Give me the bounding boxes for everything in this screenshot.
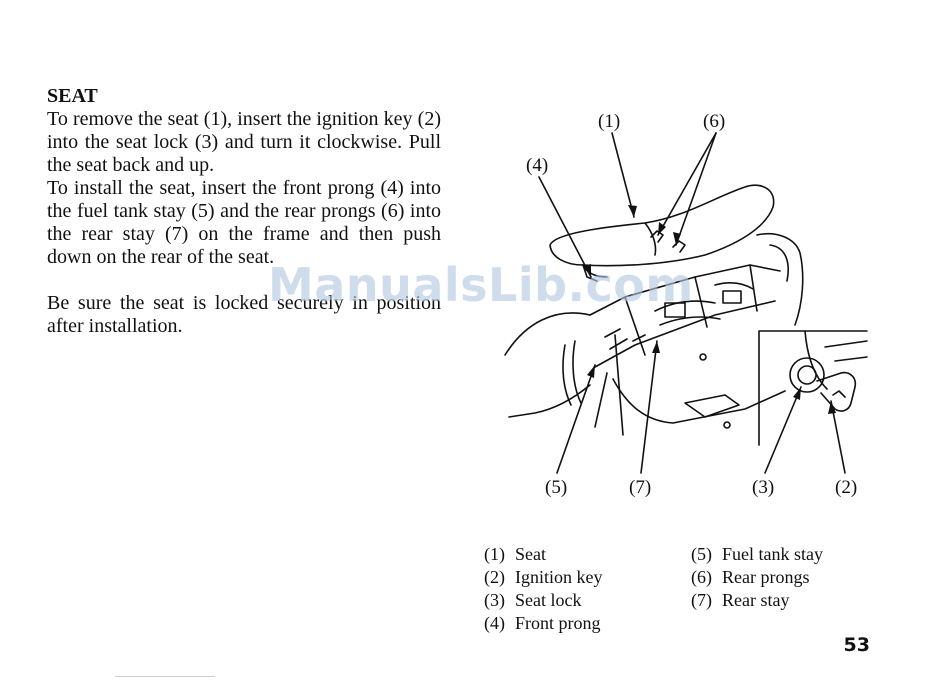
legend-item: (2)Ignition key [484, 567, 603, 587]
callout-1: (1) [598, 111, 621, 132]
callout-6: (6) [703, 111, 726, 132]
legend-item: (7)Rear stay [691, 590, 790, 610]
callout-3: (3) [752, 477, 775, 498]
legend-item: (4)Front prong [484, 613, 601, 633]
legend-item: (3)Seat lock [484, 590, 582, 610]
leader-line-1 [611, 132, 635, 218]
motorcycle-seat-illustration [504, 132, 868, 474]
seat-lock-inset-frame [758, 330, 868, 446]
callout-7: (7) [629, 477, 652, 498]
paragraph-install-seat: To install the seat, insert the front pr… [47, 177, 441, 268]
legend-left-column: (1)Seat (2)Ignition key (3)Seat lock (4)… [484, 543, 603, 635]
legend-item: (1)Seat [484, 544, 546, 564]
paragraph-lock-check: Be sure the seat is locked securely in p… [47, 292, 441, 337]
footer-rule [115, 676, 215, 677]
section-heading: SEAT [47, 85, 98, 107]
leader-line-3 [764, 386, 802, 474]
legend-right-column: (5)Fuel tank stay (6)Rear prongs (7)Rear… [691, 543, 823, 612]
legend-item: (5)Fuel tank stay [691, 544, 823, 564]
page-number: 53 [843, 634, 870, 656]
leader-line-6b [675, 132, 717, 246]
paragraph-remove-seat: To remove the seat (1), insert the ignit… [47, 108, 441, 176]
seat-removal-diagram: (1) (6) (4) (5) (7) (3) (2) [495, 105, 875, 505]
instruction-text-column: SEAT To remove the seat (1), insert the … [47, 84, 441, 338]
legend-item: (6)Rear prongs [691, 567, 810, 587]
leader-line-6a [657, 132, 717, 236]
leader-line-5 [556, 364, 596, 474]
callout-4: (4) [526, 155, 549, 176]
leader-line-7 [640, 340, 658, 474]
callout-2: (2) [835, 477, 858, 498]
callout-5: (5) [545, 477, 568, 498]
leader-line-4 [538, 176, 592, 278]
